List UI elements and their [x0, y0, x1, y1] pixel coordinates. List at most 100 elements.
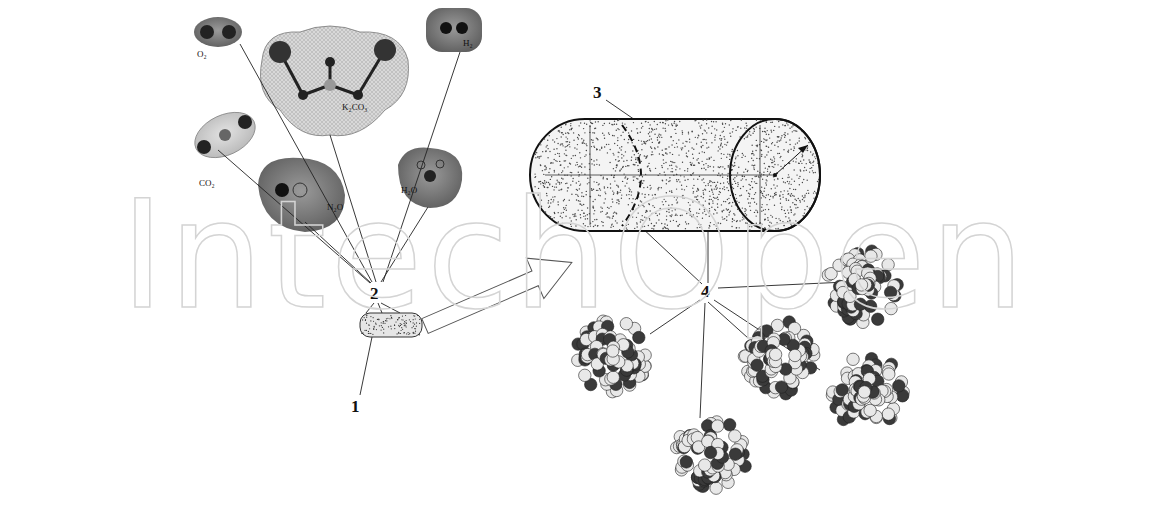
stipple-dot	[659, 173, 660, 174]
stipple-dot	[569, 142, 570, 143]
stipple-dot	[555, 154, 556, 155]
stipple-dot	[804, 137, 805, 138]
stipple-dot	[682, 162, 683, 163]
stipple-dot	[804, 167, 805, 168]
stipple-dot	[626, 160, 627, 161]
stipple-dot	[737, 172, 738, 173]
stipple-dot	[813, 172, 814, 173]
stipple-dot	[583, 140, 584, 141]
stipple-dot	[657, 137, 658, 138]
stipple-dot	[796, 174, 797, 175]
stipple-dot	[636, 178, 637, 179]
stipple-dot	[777, 164, 778, 165]
stipple-dot	[659, 141, 660, 142]
stipple-dot	[651, 131, 652, 132]
stipple-dot	[578, 134, 579, 135]
stipple-dot	[408, 334, 409, 335]
stipple-dot	[802, 153, 803, 154]
stipple-dot	[740, 128, 741, 129]
stipple-dot	[743, 154, 744, 155]
stipple-dot	[554, 141, 555, 142]
stipple-dot	[770, 130, 771, 131]
stipple-dot	[535, 154, 536, 155]
stipple-dot	[562, 134, 563, 135]
stipple-dot	[572, 178, 573, 179]
stipple-dot	[576, 148, 577, 149]
stipple-dot	[604, 123, 605, 124]
stipple-dot	[414, 333, 415, 334]
stipple-dot	[556, 161, 557, 162]
stipple-dot	[738, 167, 739, 168]
stipple-dot	[702, 145, 703, 146]
stipple-dot	[639, 175, 640, 176]
stipple-dot	[658, 142, 659, 143]
stipple-dot	[708, 146, 709, 147]
stipple-dot	[753, 154, 754, 155]
stipple-dot	[663, 159, 664, 160]
stipple-dot	[730, 136, 731, 137]
stipple-dot	[722, 166, 723, 167]
stipple-dot	[667, 168, 668, 169]
stipple-dot	[611, 124, 612, 125]
stipple-dot	[618, 119, 619, 120]
stipple-dot	[670, 161, 671, 162]
stipple-dot	[800, 169, 801, 170]
stipple-dot	[778, 121, 779, 122]
stipple-dot	[562, 143, 563, 144]
stipple-dot	[729, 159, 730, 160]
stipple-dot	[754, 130, 755, 131]
stipple-dot	[419, 333, 420, 334]
stipple-dot	[718, 173, 719, 174]
stipple-dot	[706, 158, 707, 159]
stipple-dot	[731, 151, 732, 152]
stipple-dot	[572, 155, 573, 156]
stipple-dot	[714, 139, 715, 140]
stipple-dot	[764, 163, 765, 164]
stipple-dot	[806, 163, 807, 164]
stipple-dot	[591, 146, 592, 147]
stipple-dot	[534, 173, 535, 174]
stipple-dot	[659, 153, 660, 154]
stipple-dot	[732, 131, 733, 132]
stipple-dot	[594, 132, 595, 133]
stipple-dot	[723, 136, 724, 137]
stipple-dot	[599, 164, 600, 165]
stipple-dot	[665, 123, 666, 124]
stipple-dot	[747, 171, 748, 172]
stipple-dot	[810, 163, 811, 164]
stipple-dot	[633, 139, 634, 140]
stipple-dot	[676, 166, 677, 167]
stipple-dot	[537, 156, 538, 157]
stipple-dot	[672, 171, 673, 172]
stipple-dot	[617, 120, 618, 121]
stipple-dot	[702, 133, 703, 134]
stipple-dot	[537, 156, 538, 157]
stipple-dot	[647, 140, 648, 141]
o2-molecule	[194, 17, 242, 47]
stipple-dot	[654, 129, 655, 130]
stipple-dot	[689, 141, 690, 142]
stipple-dot	[413, 333, 414, 334]
stipple-dot	[618, 129, 619, 130]
stipple-dot	[617, 145, 618, 146]
stipple-dot	[567, 138, 568, 139]
stipple-dot	[778, 136, 779, 137]
stipple-dot	[674, 162, 675, 163]
stipple-dot	[583, 128, 584, 129]
stipple-dot	[597, 149, 598, 150]
stipple-dot	[678, 154, 679, 155]
stipple-dot	[693, 164, 694, 165]
stipple-dot	[595, 128, 596, 129]
stipple-dot	[604, 138, 605, 139]
stipple-dot	[633, 164, 634, 165]
stipple-dot	[581, 142, 582, 143]
stipple-dot	[725, 123, 726, 124]
stipple-dot	[698, 158, 699, 159]
stipple-dot	[693, 158, 694, 159]
stipple-dot	[573, 132, 574, 133]
stipple-dot	[735, 158, 736, 159]
stipple-dot	[624, 139, 625, 140]
stipple-dot	[737, 155, 738, 156]
stipple-dot	[781, 135, 782, 136]
stipple-dot	[687, 168, 688, 169]
